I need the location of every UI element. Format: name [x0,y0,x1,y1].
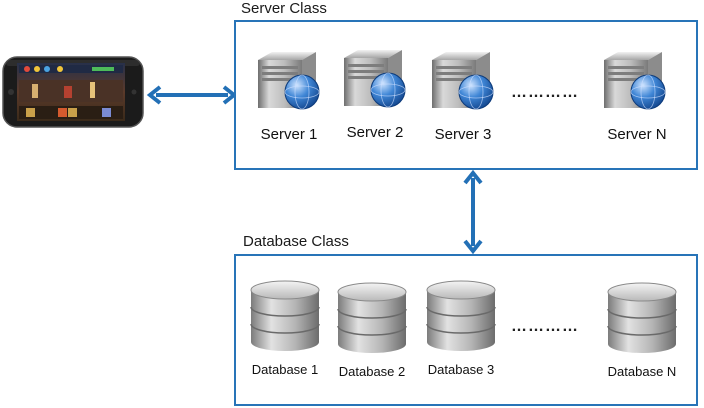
server-label: Server 2 [346,124,404,141]
phone-server-arrow [146,85,238,105]
server-icon [432,52,494,110]
database-label: Database 3 [427,362,495,377]
database-icon [337,282,407,353]
server-label: Server 3 [434,126,492,143]
database-icon [426,280,496,351]
server-node: Server 3 [428,48,498,143]
database-ellipsis: ………… [511,318,579,335]
database-node: Database 2 [335,282,409,382]
database-label: Database N [607,364,677,379]
database-label: Database 2 [338,364,406,379]
server-database-arrow [463,170,483,254]
server-icon [604,52,666,110]
server-node: Server 2 [340,46,410,141]
server-label: Server 1 [260,126,318,143]
server-node: Server 1 [254,48,324,143]
database-class-title: Database Class [243,233,349,250]
database-node: Database N [605,282,679,382]
database-node: Database 3 [424,280,498,380]
database-icon [250,280,320,351]
database-label: Database 1 [251,362,319,377]
server-icon [258,52,320,110]
mobile-phone [2,56,144,128]
server-label: Server N [607,126,667,143]
database-node: Database 1 [248,280,322,380]
database-icon [607,282,677,353]
server-ellipsis: ………… [511,84,579,101]
server-class-title: Server Class [241,0,327,17]
server-icon [344,50,406,108]
server-node: Server N [600,48,674,143]
